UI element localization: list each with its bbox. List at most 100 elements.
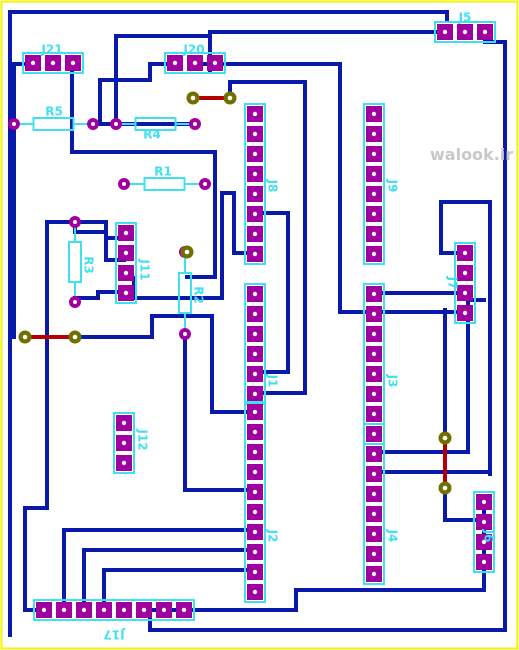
pad-hole <box>141 607 147 613</box>
resistor-label: R2 <box>192 286 206 304</box>
pad-hole <box>181 607 187 613</box>
pad-hole <box>482 29 488 35</box>
pad-hole <box>442 485 448 491</box>
pad-hole <box>252 151 258 157</box>
pad-hole <box>252 469 258 475</box>
trace <box>98 62 174 126</box>
pad-hole <box>50 60 56 66</box>
pad-hole <box>442 435 448 441</box>
trace <box>193 62 374 314</box>
connector-outline <box>454 242 476 324</box>
pad-hole <box>252 549 258 555</box>
pad-hole <box>371 451 377 457</box>
resistor-r1: R1 <box>118 165 211 191</box>
trace <box>443 486 486 522</box>
pad-hole <box>371 511 377 517</box>
pad-hole <box>252 131 258 137</box>
connector-j11: J11 <box>115 222 152 304</box>
pad-hole <box>481 519 487 525</box>
pad-hole <box>22 334 28 340</box>
resistor-r3: R3 <box>68 216 96 308</box>
connector-j20: J20 <box>164 43 226 74</box>
resistor-label: R3 <box>82 256 96 274</box>
pad-hole <box>252 351 258 357</box>
connector-j12: J12 <box>113 412 150 474</box>
connector-j7: J7 <box>446 242 476 324</box>
pad-hole <box>252 409 258 415</box>
pad-hole <box>121 440 127 446</box>
pad-hole <box>371 331 377 337</box>
trace <box>23 314 258 414</box>
pad-hole <box>41 607 47 613</box>
pad-hole <box>252 251 258 257</box>
connector-label: J11 <box>138 258 152 280</box>
connector-j17: J17 <box>33 599 195 642</box>
pad-hole <box>12 122 16 126</box>
pad-hole <box>371 371 377 377</box>
pad-hole <box>252 111 258 117</box>
connector-outline <box>434 21 496 43</box>
pad-hole <box>252 589 258 595</box>
pad-hole <box>91 122 95 126</box>
pad-hole <box>122 182 126 186</box>
pad-hole <box>123 250 129 256</box>
pad-hole <box>371 491 377 497</box>
connector-j4: J4 <box>363 423 400 585</box>
pad-hole <box>81 607 87 613</box>
connector-label: J7 <box>446 276 460 290</box>
trace <box>252 211 290 374</box>
pad-hole <box>70 60 76 66</box>
resistor-body <box>32 117 75 131</box>
connector-label: J3 <box>386 374 400 388</box>
vias <box>18 91 452 495</box>
pad-hole <box>371 171 377 177</box>
trace <box>8 10 449 637</box>
pad-hole <box>73 220 77 224</box>
pad-hole <box>183 332 187 336</box>
pad-hole <box>161 607 167 613</box>
connector-j9: J9 <box>363 103 400 265</box>
pad-hole <box>30 60 36 66</box>
pad-hole <box>481 499 487 505</box>
connector-outline <box>363 423 385 585</box>
connector-label: J5 <box>458 11 472 25</box>
connector-j8: J8 <box>244 103 280 265</box>
resistor-label: R1 <box>154 165 172 179</box>
pad-hole <box>101 607 107 613</box>
trace <box>102 568 258 612</box>
pad-hole <box>252 569 258 575</box>
trace <box>12 62 27 339</box>
resistor-body <box>68 241 82 283</box>
connector-label: J2 <box>266 529 280 543</box>
pad-hole <box>371 551 377 557</box>
pad-hole <box>121 460 127 466</box>
pad-hole <box>252 171 258 177</box>
pad-hole <box>252 489 258 495</box>
resistor-body <box>143 177 186 191</box>
resistor-label: R4 <box>143 128 161 142</box>
pad-hole <box>252 231 258 237</box>
pad-hole <box>371 231 377 237</box>
connector-outline <box>164 52 226 74</box>
pad-hole <box>371 111 377 117</box>
pad-hole <box>121 420 127 426</box>
pad-hole <box>227 95 233 101</box>
pad-hole <box>252 509 258 515</box>
pad-hole <box>252 331 258 337</box>
trace <box>62 528 258 612</box>
connector-outline <box>113 412 135 474</box>
pad-hole <box>481 559 487 565</box>
connector-j21: J21 <box>22 43 84 74</box>
pad-hole <box>371 191 377 197</box>
pad-hole <box>371 351 377 357</box>
resistor-label: R5 <box>45 105 63 119</box>
pad-hole <box>371 571 377 577</box>
pad-hole <box>371 251 377 257</box>
connector-j5: J5 <box>434 11 496 43</box>
pad-hole <box>114 122 118 126</box>
pad-hole <box>123 290 129 296</box>
pad-hole <box>371 471 377 477</box>
